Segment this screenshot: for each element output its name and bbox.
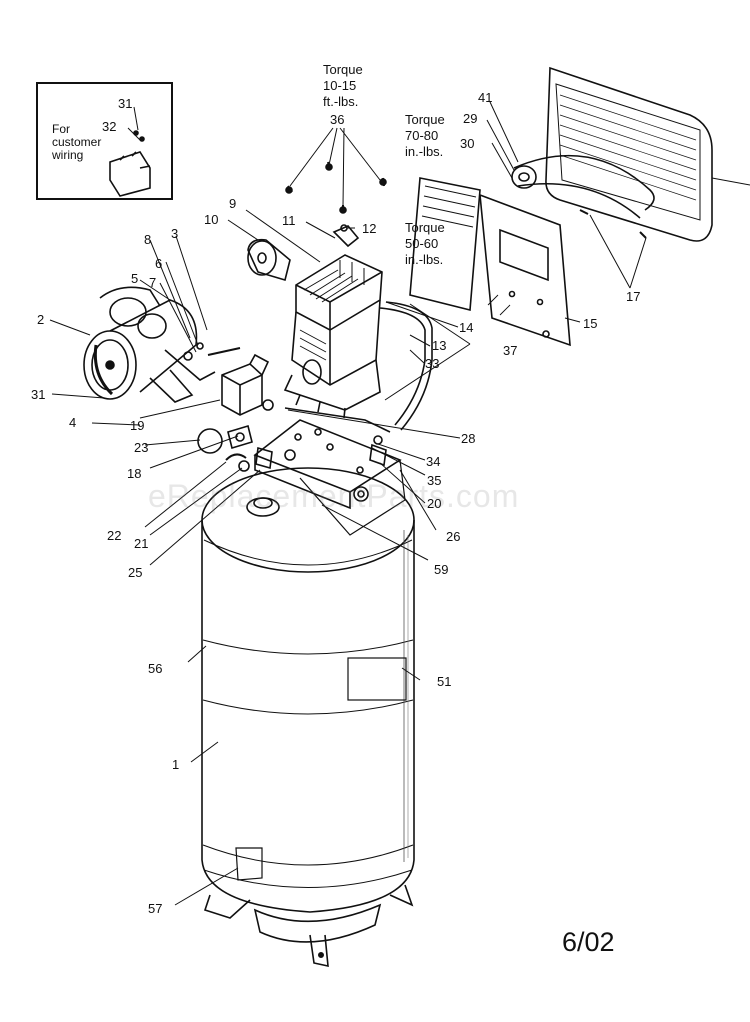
torque-head-line3: ft.-lbs. xyxy=(323,94,359,109)
customer-wiring-inset xyxy=(36,82,173,200)
torque-guard-line3: in.-lbs. xyxy=(405,252,444,267)
electric-motor xyxy=(83,286,241,403)
part-label-12: 12 xyxy=(362,221,377,236)
part-label-25: 25 xyxy=(128,565,143,580)
head-bolts xyxy=(285,161,387,214)
part-label-5: 5 xyxy=(131,271,139,286)
part-label-18: 18 xyxy=(127,466,142,481)
pump-head xyxy=(283,254,383,419)
torque-pulley-line2: 70-80 xyxy=(405,128,439,143)
part-label-31: 31 xyxy=(31,387,46,402)
mounting-saddle xyxy=(253,419,406,536)
part-label-19: 19 xyxy=(130,418,145,433)
torque-head-line2: 10-15 xyxy=(323,78,357,93)
part-label-2: 2 xyxy=(37,312,45,327)
part-label-7: 7 xyxy=(149,275,157,290)
part-label-1: 1 xyxy=(172,757,180,772)
part-label-33: 33 xyxy=(425,356,440,371)
part-label-8: 8 xyxy=(144,232,152,247)
part-label-57: 57 xyxy=(148,901,163,916)
inset-note-line2: customer xyxy=(52,135,102,149)
belt-and-pulley xyxy=(511,154,655,239)
part-label-14: 14 xyxy=(459,320,474,335)
torque-note-pulley: Torque 70-80 in.-lbs. xyxy=(405,112,445,160)
watermark: eReplacementParts.com xyxy=(148,478,520,514)
part-label-10: 10 xyxy=(204,212,219,227)
part-label-17: 17 xyxy=(626,289,641,304)
torque-pulley-line1: Torque xyxy=(405,112,445,127)
part-label-37: 37 xyxy=(503,343,518,358)
part-label-28: 28 xyxy=(461,431,476,446)
inset-note: For customer wiring xyxy=(52,123,101,162)
gauges-and-fittings xyxy=(197,424,387,472)
part-label-20: 20 xyxy=(427,496,442,511)
part-label-59: 59 xyxy=(434,562,449,577)
part-label-41: 41 xyxy=(478,90,493,105)
air-filter xyxy=(247,238,291,282)
part-label-26: 26 xyxy=(446,529,461,544)
part-label-35: 35 xyxy=(427,473,442,488)
torque-head-line1: Torque xyxy=(323,62,363,77)
air-tank xyxy=(201,467,415,968)
part-label-3: 3 xyxy=(171,226,179,241)
part-label-15: 15 xyxy=(583,316,598,331)
date-code: 6/02 xyxy=(562,927,615,957)
pressure-switch xyxy=(221,353,274,416)
belt-guard-rear xyxy=(409,177,571,347)
part-label-30: 30 xyxy=(460,136,475,151)
part-label-22: 22 xyxy=(107,528,122,543)
belt-guard-front xyxy=(545,66,750,242)
part-label-9: 9 xyxy=(229,196,237,211)
leader-lines xyxy=(49,101,647,906)
torque-note-head-bolts: Torque 10-15 ft.-lbs. xyxy=(323,62,363,110)
inset-note-line3: wiring xyxy=(52,148,84,162)
part-label-29: 29 xyxy=(463,111,478,126)
part-label-36: 36 xyxy=(330,112,345,127)
part-label-34: 34 xyxy=(426,454,441,469)
inset-wiring-sketch xyxy=(109,130,151,197)
part-label-11: 11 xyxy=(282,213,296,228)
part-label-21: 21 xyxy=(134,536,149,551)
outlet-tubes xyxy=(284,301,433,433)
part-label-4: 4 xyxy=(69,415,77,430)
part-label-51: 51 xyxy=(437,674,452,689)
torque-pulley-line3: in.-lbs. xyxy=(405,144,444,159)
torque-note-belt-guard: Torque 50-60 in.-lbs. xyxy=(405,220,445,268)
torque-guard-line1: Torque xyxy=(405,220,445,235)
inset-note-line1: For xyxy=(52,122,70,136)
inset-label-32: 32 xyxy=(102,119,117,134)
part-label-56: 56 xyxy=(148,661,163,676)
part-label-23: 23 xyxy=(134,440,149,455)
inset-label-31: 31 xyxy=(118,96,133,111)
part-label-6: 6 xyxy=(155,256,163,271)
part-label-13: 13 xyxy=(432,338,447,353)
torque-guard-line2: 50-60 xyxy=(405,236,439,251)
